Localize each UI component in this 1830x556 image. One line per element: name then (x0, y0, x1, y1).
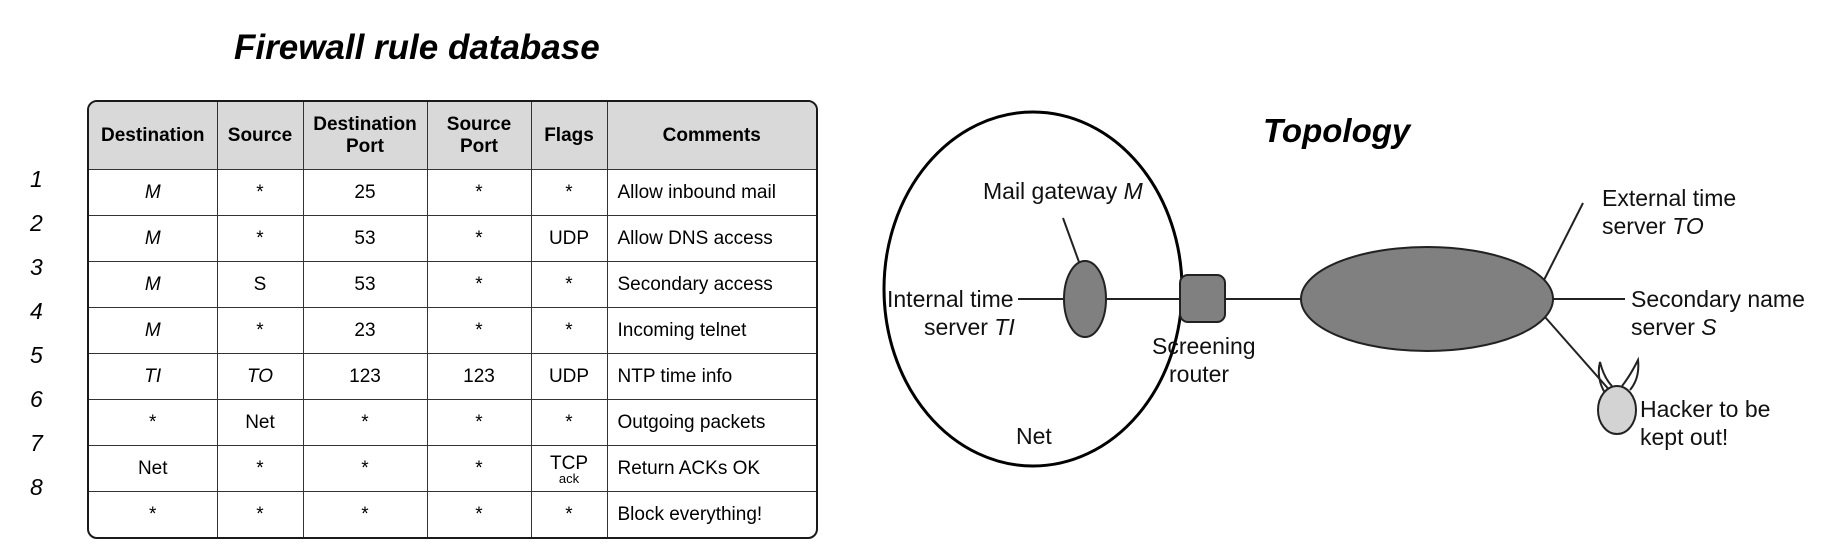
comment-cell: NTP time info (606, 353, 816, 400)
hacker-label-line2: kept out! (1640, 424, 1728, 450)
table-cell: 123 (302, 353, 428, 400)
row-number: 3 (30, 254, 43, 280)
comment-cell: Block everything! (606, 491, 816, 537)
column-header: Flags (530, 102, 608, 170)
table-cell: * (89, 399, 218, 446)
table-cell: * (426, 307, 532, 354)
flags-cell: * (530, 307, 608, 354)
hacker-left-horn (1597, 361, 1613, 394)
flags-value: * (565, 319, 573, 341)
table-row: *Net***Outgoing packets (89, 399, 816, 446)
flags-value: * (565, 411, 573, 433)
comment-cell: Allow inbound mail (606, 169, 816, 216)
comment-cell: Incoming telnet (606, 307, 816, 354)
net-label: Net (1016, 423, 1052, 449)
table-cell: Net (89, 445, 218, 492)
table-cell: TO (216, 353, 304, 400)
flags-cell: * (530, 399, 608, 446)
flags-subscript: ack (558, 470, 580, 486)
mail-gateway-label: Mail gateway M (983, 178, 1144, 204)
table-cell: * (216, 169, 304, 216)
column-header: Destination Port (302, 102, 428, 170)
internet-cloud (1300, 246, 1554, 352)
flags-cell: UDP (530, 353, 608, 400)
flags-value: UDP (548, 227, 590, 249)
flags-value: TCP (550, 452, 588, 474)
flags-value: * (565, 273, 573, 295)
table-cell: 53 (302, 215, 428, 262)
table-cell: * (426, 445, 532, 492)
row-number: 1 (30, 166, 43, 192)
screening-router-label-line2: router (1169, 361, 1229, 387)
hacker-label-line1: Hacker to be (1640, 396, 1770, 422)
table-cell: M (89, 215, 218, 262)
table-cell: * (426, 399, 532, 446)
internal-time-label-line1: Internal time (887, 286, 1014, 312)
table-cell: * (426, 261, 532, 308)
row-number: 6 (30, 386, 43, 412)
row-number: 5 (30, 342, 43, 368)
table-cell: * (216, 307, 304, 354)
table-cell: * (302, 445, 428, 492)
column-header: Source Port (426, 102, 532, 170)
table-cell: 53 (302, 261, 428, 308)
comment-cell: Allow DNS access (606, 215, 816, 262)
firewall-title: Firewall rule database (234, 28, 600, 67)
flags-value: UDP (548, 365, 590, 387)
secondary-server-label-line2: server S (1631, 314, 1717, 340)
topology-title: Topology (1263, 112, 1411, 149)
table-row: M*25**Allow inbound mail (89, 169, 816, 216)
screening-router-label-line1: Screening (1152, 333, 1256, 359)
table-cell: TI (89, 353, 218, 400)
table-cell: Net (216, 399, 304, 446)
flags-cell: UDP (530, 215, 608, 262)
table-row: *****Block everything! (89, 491, 816, 537)
column-header: Source (216, 102, 304, 170)
table-cell: * (426, 169, 532, 216)
comment-cell: Return ACKs OK (606, 445, 816, 492)
column-header: Destination (89, 102, 218, 170)
flags-cell: * (530, 169, 608, 216)
table-cell: 25 (302, 169, 428, 216)
table-cell: * (216, 445, 304, 492)
table-cell: * (89, 491, 218, 537)
table-cell: * (216, 215, 304, 262)
internal-time-label-line2: server TI (924, 314, 1015, 340)
mail-gateway-node (1063, 260, 1107, 338)
external-time-label-line2: server TO (1602, 213, 1704, 239)
table-cell: * (216, 491, 304, 537)
row-number: 7 (30, 430, 43, 456)
secondary-server-label-line1: Secondary name (1631, 286, 1805, 312)
hacker-link (1544, 316, 1613, 394)
table-cell: M (89, 169, 218, 216)
table-row: M*23**Incoming telnet (89, 307, 816, 354)
mail-gateway-pointer (1062, 217, 1080, 263)
row-number: 2 (30, 210, 43, 236)
flags-value: * (565, 181, 573, 203)
comment-cell: Outgoing packets (606, 399, 816, 446)
table-cell: 23 (302, 307, 428, 354)
screening-router-node (1179, 274, 1226, 323)
row-number: 4 (30, 298, 43, 324)
hacker-right-horn (1621, 356, 1640, 391)
table-cell: M (89, 261, 218, 308)
external-time-link (1542, 202, 1584, 283)
flags-cell: * (530, 491, 608, 537)
comment-cell: Secondary access (606, 261, 816, 308)
external-time-label-line1: External time (1602, 185, 1736, 211)
flags-value: * (565, 503, 573, 525)
row-number: 8 (30, 474, 43, 500)
hacker-node (1597, 385, 1637, 435)
table-cell: * (426, 491, 532, 537)
